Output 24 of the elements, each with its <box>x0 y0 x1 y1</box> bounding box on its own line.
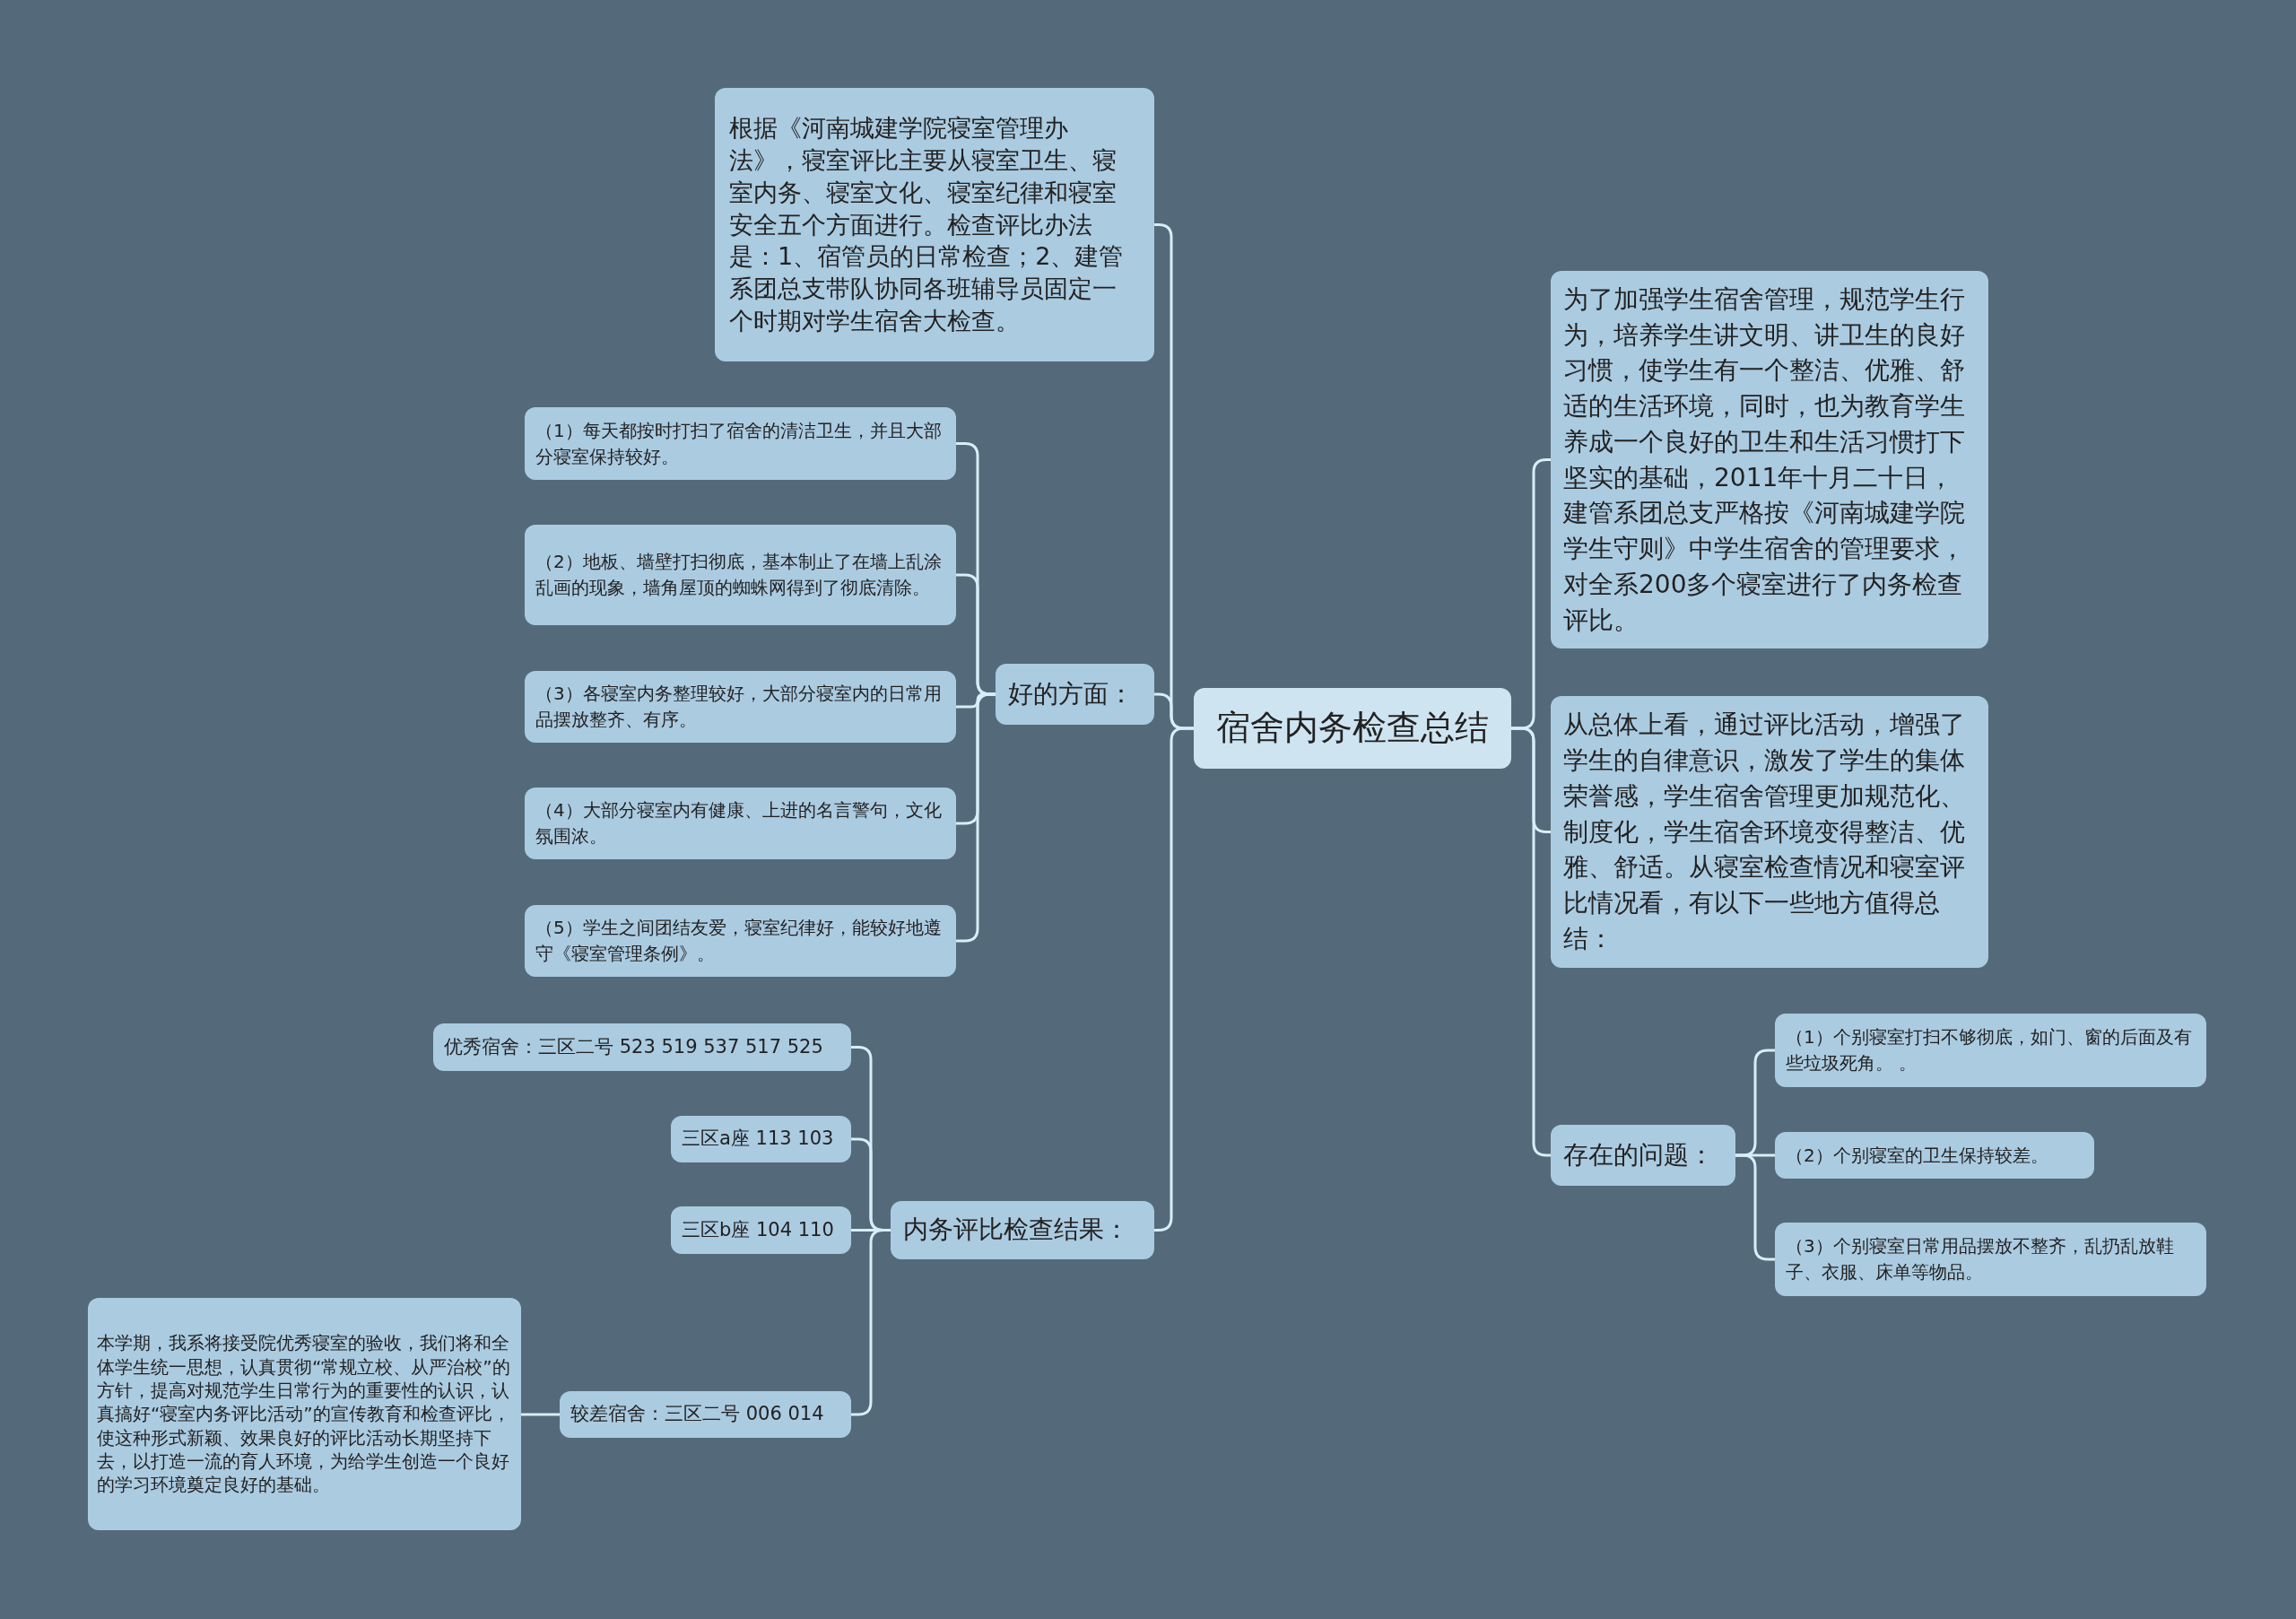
topic-box: 好的方面： <box>996 664 1154 725</box>
subtopic-box: （1）每天都按时打扫了宿舍的清洁卫生，并且大部分寝室保持较好。 <box>525 407 956 480</box>
subtopic-box: 三区b座 104 110 <box>671 1206 851 1254</box>
connector-line <box>1735 1153 1775 1261</box>
connector-line <box>956 692 996 943</box>
subtopic-box: 较差宿舍：三区二号 006 014 <box>560 1391 851 1438</box>
connector-line <box>521 1413 560 1416</box>
subtopic-box: （3）各寝室内务整理较好，大部分寝室内的日常用品摆放整齐、有序。 <box>525 671 956 743</box>
text-box: 根据《河南城建学院寝室管理办法》，寝室评比主要从寝室卫生、寝室内务、寝室文化、寝室纪律和寝室安全五个方面进行。检查评比办法是：1、宿管员的日常检查；2、建管系团总支带队协同各班辅导员固定一个时期对学生宿舍大检查。 <box>715 88 1154 361</box>
connector-line <box>851 1229 891 1416</box>
subtopic-box: （5）学生之间团结友爱，寝室纪律好，能较好地遵守《寝室管理条例》。 <box>525 905 956 977</box>
subtopic-box: 优秀宿舍：三区二号 523 519 537 517 525 <box>433 1023 851 1071</box>
subtopic-box: （3）个别寝室日常用品摆放不整齐，乱扔乱放鞋子、衣服、床单等物品。 <box>1775 1223 2206 1296</box>
text-box: 本学期，我系将接受院优秀寝室的验收，我们将和全体学生统一思想，认真贯彻“常规立校、从严治校”的方针，提高对规范学生日常行为的重要性的认识，认真搞好“寝室内务评比活动”的宣传教育和检查评比，使这种形式新颖、效果良好的评比活动长期坚持下去，以打造一流的育人环境，为给学生创造一个良好的学习环境奠定良好的基础。 <box>88 1298 521 1530</box>
text-box: 为了加强学生宿舍管理，规范学生行为，培养学生讲文明、讲卫生的良好习惯，使学生有一个整洁、优雅、舒适的生活环境，同时，也为教育学生养成一个良好的卫生和生活习惯打下坚实的基础，2011年十月二十日，建管系团总支严格按《河南城建学院学生守则》中学生宿舍的管理要求，对全系200多个寝室进行了内务检查评比。 <box>1551 271 1988 648</box>
subtopic-box: （1）个别寝室打扫不够彻底，如门、窗的后面及有些垃圾死角。 。 <box>1775 1014 2206 1087</box>
central-topic-box: 宿舍内务检查总结 <box>1194 688 1511 769</box>
text-box: 从总体上看，通过评比活动，增强了学生的自律意识，激发了学生的集体荣誉感，学生宿舍管理更加规范化、制度化，学生宿舍环境变得整洁、优雅、舒适。从寝室检查情况和寝室评比情况看，有以下一些地方值得总结： <box>1551 696 1988 968</box>
subtopic-box: （2）地板、墙壁打扫彻底，基本制止了在墙上乱涂乱画的现象，墙角屋顶的蜘蛛网得到了彻底清除。 <box>525 525 956 625</box>
subtopic-box: 三区a座 113 103 <box>671 1116 851 1162</box>
subtopic-box: （2）个别寝室的卫生保持较差。 <box>1775 1132 2094 1179</box>
subtopic-box: （4）大部分寝室内有健康、上进的名言警句，文化氛围浓。 <box>525 788 956 859</box>
topic-box: 存在的问题： <box>1551 1125 1735 1186</box>
topic-box: 内务评比检查结果： <box>891 1201 1154 1259</box>
